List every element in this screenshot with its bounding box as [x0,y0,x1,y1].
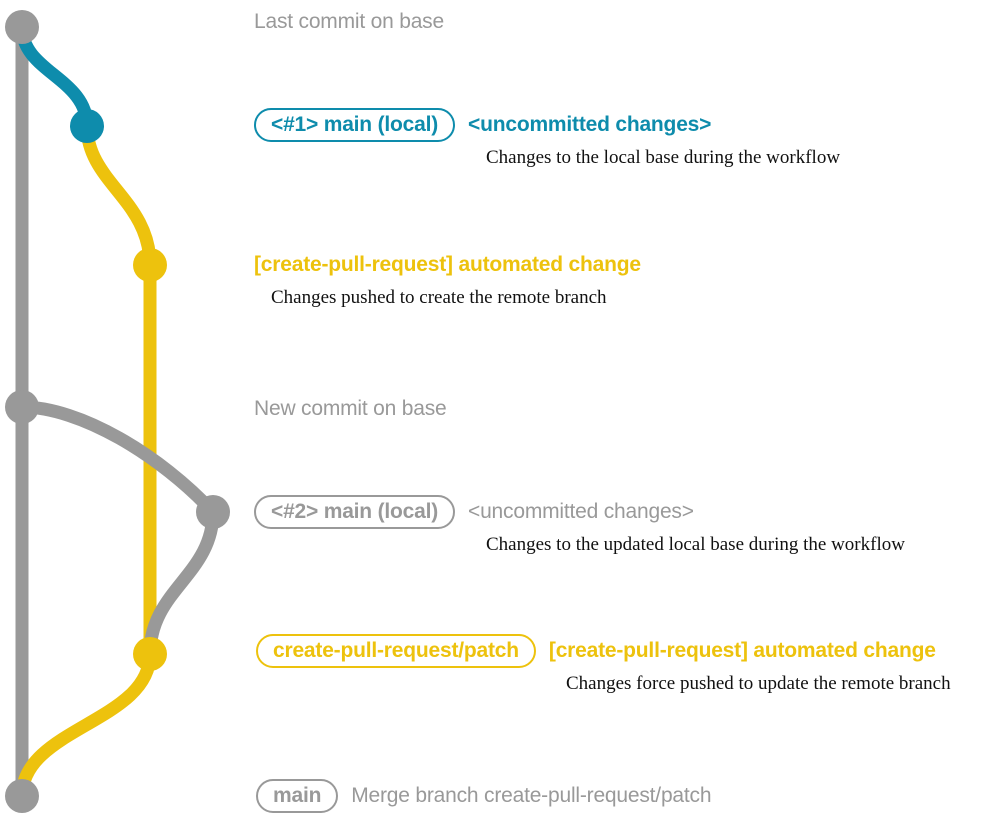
commit-header: main Merge branch create-pull-request/pa… [256,779,712,813]
commit-subject: <uncommitted changes> [468,500,694,523]
commit-entry-commit-3: <#2> main (local) <uncommitted changes> … [254,495,905,556]
commit-body: Changes pushed to create the remote bran… [271,287,607,308]
ref-badge-main-local-1[interactable]: <#1> main (local) [254,108,456,142]
commit-entry-last-commit-on-base: Last commit on base [254,5,444,39]
commit-header: [create-pull-request] automated change [254,248,641,282]
commit-subject: [create-pull-request] automated change [254,253,641,276]
commit-subject: Merge branch create-pull-request/patch [351,784,712,807]
commit-node-base-merge[interactable] [5,779,39,813]
commit-subject: New commit on base [254,397,447,420]
commit-header: create-pull-request/patch [create-pull-r… [256,634,936,668]
commit-node-local-1[interactable] [70,109,104,143]
commit-entry-commit-1: <#1> main (local) <uncommitted changes> … [254,108,840,169]
commit-subject: <uncommitted changes> [468,113,712,136]
edge-remote2-to-merge [15,647,157,803]
commit-entry-commit-4: create-pull-request/patch [create-pull-r… [256,634,951,695]
edge-local1-to-remote1 [80,119,157,272]
edge-basenew-to-local2 [15,400,220,519]
commit-body: Changes to the updated local base during… [486,534,905,555]
commit-node-remote-1[interactable] [133,248,167,282]
edge-local2-to-remote2 [143,505,220,661]
ref-badge-create-pull-request-patch[interactable]: create-pull-request/patch [256,634,536,668]
commit-entry-commit-5: main Merge branch create-pull-request/pa… [256,779,712,813]
commit-header: <#2> main (local) <uncommitted changes> [254,495,694,529]
commit-body: Changes to the local base during the wor… [486,147,841,168]
commit-entry-commit-2: [create-pull-request] automated change C… [254,248,641,309]
ref-badge-main-local-2[interactable]: <#2> main (local) [254,495,456,529]
commit-header: <#1> main (local) <uncommitted changes> [254,108,711,142]
ref-badge-main[interactable]: main [256,779,339,813]
commit-node-base-top[interactable] [5,10,39,44]
commit-node-remote-2[interactable] [133,637,167,671]
commit-node-base-new[interactable] [5,390,39,424]
edge-base-to-local1 [15,20,94,133]
commit-node-local-2[interactable] [196,495,230,529]
commit-entry-new-commit-on-base: New commit on base [254,392,447,426]
commit-subject: [create-pull-request] automated change [548,639,936,662]
commit-body: Changes force pushed to update the remot… [566,673,951,694]
commit-subject: Last commit on base [254,10,444,33]
